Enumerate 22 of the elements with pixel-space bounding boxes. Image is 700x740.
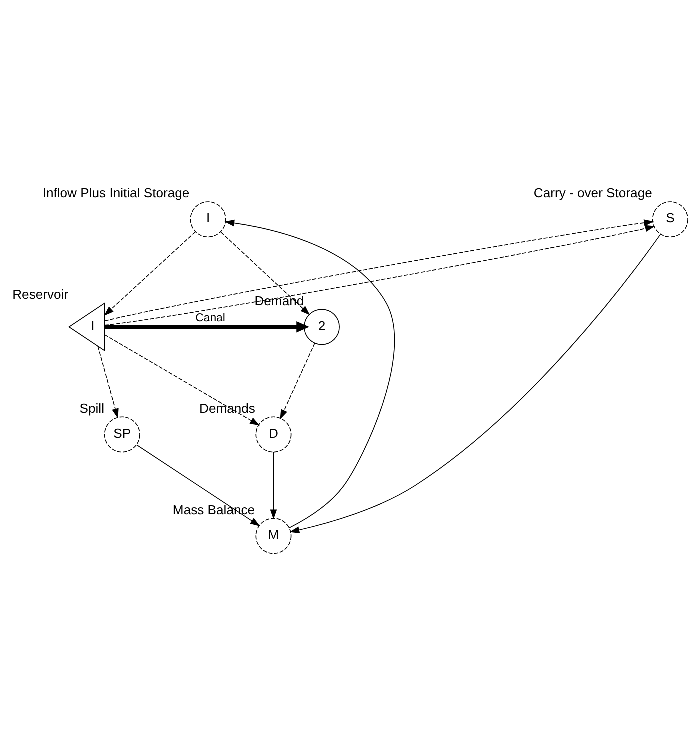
node-circle: 2 <box>304 308 340 345</box>
arrow <box>290 234 662 534</box>
arrow <box>280 342 316 420</box>
arrow <box>220 231 310 315</box>
edge-label: Canal <box>196 312 226 324</box>
arrow <box>104 334 260 426</box>
arrow <box>104 231 196 316</box>
arrow <box>104 321 310 332</box>
node-label: Inflow Plus Initial Storage <box>42 185 190 200</box>
node-circle: D <box>256 416 292 452</box>
arrow <box>224 219 395 528</box>
node-label: Demands <box>200 400 256 416</box>
arrow <box>98 346 119 418</box>
arrow <box>136 444 260 526</box>
node-label: Carry - over Storage <box>534 185 652 200</box>
node-label: Spill <box>80 400 104 416</box>
node-label: Reservoir <box>12 286 69 302</box>
arrow <box>270 452 278 520</box>
node-circle: S <box>652 201 688 238</box>
node-circle: I <box>190 201 226 238</box>
node-circle: M <box>256 518 292 554</box>
node-circle: SP <box>104 416 140 452</box>
